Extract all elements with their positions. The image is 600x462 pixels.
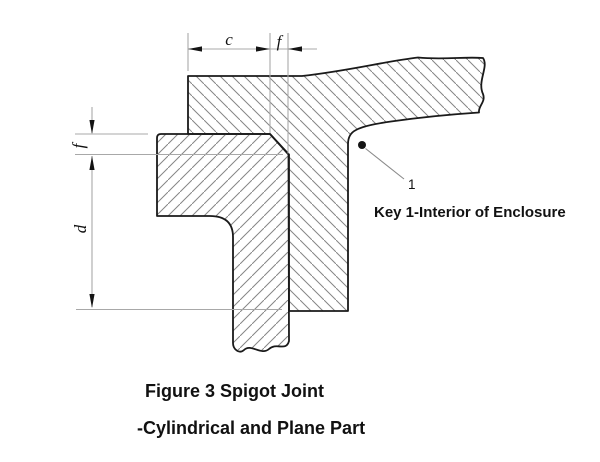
interior-marker-dot — [358, 141, 366, 149]
dimension-label-f-left: f — [69, 141, 88, 148]
key-text: Key 1-Interior of Enclosure — [374, 204, 566, 221]
arrow-d-up — [89, 156, 95, 170]
plane-part-section — [156, 133, 290, 353]
key-marker-number: 1 — [408, 177, 416, 192]
figure-caption-line1: Figure 3 Spigot Joint — [145, 381, 324, 401]
figure-caption-line2: -Cylindrical and Plane Part — [137, 418, 365, 438]
arrow-c-right — [256, 46, 270, 52]
arrow-f-top — [288, 46, 302, 52]
arrow-d-down — [89, 294, 95, 308]
dimension-label-d: d — [71, 224, 90, 233]
key-leader-line — [365, 148, 405, 180]
dimension-label-c: c — [225, 30, 233, 49]
arrow-f-left-down — [89, 120, 95, 134]
enclosure-wall-section — [187, 56, 486, 312]
dimension-label-f-top: f — [277, 32, 284, 51]
arrow-c-left — [188, 46, 202, 52]
dimension-arrows — [89, 46, 302, 308]
